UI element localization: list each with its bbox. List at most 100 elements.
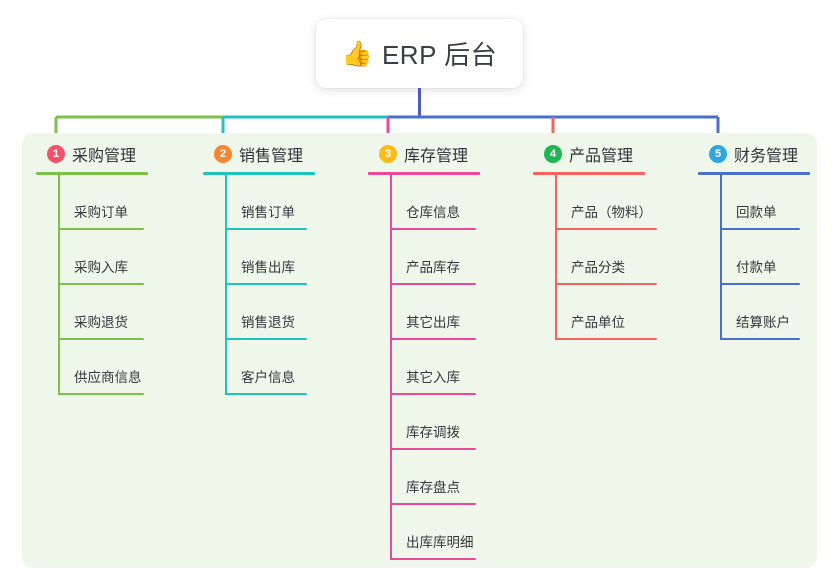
branch-underline	[36, 172, 148, 175]
branch-spine	[555, 175, 557, 340]
branch-item-label: 产品分类	[571, 260, 625, 275]
branch-header-4[interactable]: 4 产品管理	[533, 140, 683, 168]
branch-spine	[390, 175, 392, 560]
branch-item[interactable]: 结算账户	[720, 285, 839, 340]
branch-items: 产品（物料） 产品分类产品单位	[533, 175, 683, 340]
branch-underline	[203, 172, 315, 175]
branch-item-underline	[58, 393, 144, 395]
branch-underline	[368, 172, 480, 175]
branch-title: 财务管理	[734, 148, 799, 165]
branch-item-label: 销售订单	[241, 205, 295, 220]
branch-item-label: 产品（物料）	[571, 205, 652, 220]
branch-item[interactable]: 销售订单	[225, 175, 353, 230]
branch-underline	[533, 172, 645, 175]
branch-column-1: 1 采购管理采购订单采购入库采购退货供应商信息	[36, 140, 186, 395]
branch-header-5[interactable]: 5 财务管理	[698, 140, 839, 168]
branch-item-underline	[720, 338, 800, 340]
branch-number-badge: 5	[709, 145, 727, 163]
root-title: ERP 后台	[381, 40, 498, 70]
branch-item[interactable]: 产品库存	[390, 230, 518, 285]
branch-item-label: 付款单	[736, 260, 777, 275]
root-node[interactable]: 👍 ERP 后台	[316, 19, 523, 88]
branch-item-underline	[555, 283, 657, 285]
branch-item-underline	[555, 338, 657, 340]
branch-item[interactable]: 付款单	[720, 230, 839, 285]
branch-items: 销售订单销售出库销售退货客户信息	[203, 175, 353, 395]
branch-item-label: 采购订单	[74, 205, 128, 220]
branch-item-label: 销售退货	[241, 315, 295, 330]
branch-item-underline	[390, 503, 476, 505]
branch-items: 采购订单采购入库采购退货供应商信息	[36, 175, 186, 395]
branches-panel	[22, 133, 817, 568]
branch-item-label: 客户信息	[241, 370, 295, 385]
branch-item-underline	[225, 283, 307, 285]
branch-item[interactable]: 仓库信息	[390, 175, 518, 230]
branch-title: 销售管理	[239, 148, 304, 165]
branch-item-label: 回款单	[736, 205, 777, 220]
branch-item-label: 采购退货	[74, 315, 128, 330]
branch-item[interactable]: 客户信息	[225, 340, 353, 395]
branch-item-label: 其它入库	[406, 370, 460, 385]
branch-number-badge: 1	[47, 145, 65, 163]
branch-item-underline	[225, 228, 307, 230]
branch-item-underline	[58, 228, 144, 230]
branch-item-label: 库存调拨	[406, 425, 460, 440]
branch-item-underline	[390, 558, 476, 560]
branch-item-label: 产品单位	[571, 315, 625, 330]
branch-item-underline	[390, 393, 476, 395]
branch-item[interactable]: 回款单	[720, 175, 839, 230]
branch-item[interactable]: 其它入库	[390, 340, 518, 395]
branch-item[interactable]: 库存调拨	[390, 395, 518, 450]
branch-item-label: 采购入库	[74, 260, 128, 275]
branch-title: 库存管理	[404, 148, 469, 165]
branch-item-label: 产品库存	[406, 260, 460, 275]
branch-item[interactable]: 销售退货	[225, 285, 353, 340]
branch-title: 采购管理	[72, 148, 137, 165]
branch-item-label: 结算账户	[736, 315, 790, 330]
branch-item-underline	[390, 283, 476, 285]
branch-item[interactable]: 出库库明细	[390, 505, 518, 560]
branch-number-badge: 4	[544, 145, 562, 163]
branch-item-underline	[225, 393, 307, 395]
branch-column-5: 5 财务管理回款单付款单结算账户	[698, 140, 839, 340]
branch-number-badge: 3	[379, 145, 397, 163]
branch-title: 产品管理	[569, 148, 634, 165]
branch-item-underline	[225, 338, 307, 340]
branch-item-label: 销售出库	[241, 260, 295, 275]
thumbs-up-icon: 👍	[341, 39, 373, 68]
branch-item[interactable]: 其它出库	[390, 285, 518, 340]
branch-item[interactable]: 采购退货	[58, 285, 186, 340]
branch-item-underline	[555, 228, 657, 230]
branch-spine	[58, 175, 60, 395]
branch-header-1[interactable]: 1 采购管理	[36, 140, 186, 168]
branch-item[interactable]: 产品单位	[555, 285, 683, 340]
branch-items: 仓库信息产品库存其它出库其它入库库存调拨库存盘点出库库明细	[368, 175, 518, 560]
branch-spine	[720, 175, 722, 340]
branch-item-underline	[720, 283, 800, 285]
branch-item[interactable]: 采购入库	[58, 230, 186, 285]
branch-header-3[interactable]: 3 库存管理	[368, 140, 518, 168]
branch-item-label: 出库库明细	[406, 535, 474, 550]
branch-column-4: 4 产品管理产品（物料） 产品分类产品单位	[533, 140, 683, 340]
branch-item[interactable]: 库存盘点	[390, 450, 518, 505]
branch-column-3: 3 库存管理仓库信息产品库存其它出库其它入库库存调拨库存盘点出库库明细	[368, 140, 518, 560]
branch-item-underline	[390, 448, 476, 450]
branch-item-underline	[390, 228, 476, 230]
branch-item[interactable]: 采购订单	[58, 175, 186, 230]
branch-item-underline	[58, 338, 144, 340]
branch-item[interactable]: 供应商信息	[58, 340, 186, 395]
branch-item-underline	[720, 228, 800, 230]
branch-underline	[698, 172, 810, 175]
branch-item-label: 其它出库	[406, 315, 460, 330]
branch-item[interactable]: 销售出库	[225, 230, 353, 285]
branch-item-underline	[58, 283, 144, 285]
branch-item-underline	[390, 338, 476, 340]
branch-spine	[225, 175, 227, 395]
branch-item-label: 仓库信息	[406, 205, 460, 220]
branch-item[interactable]: 产品（物料）	[555, 175, 683, 230]
branch-item[interactable]: 产品分类	[555, 230, 683, 285]
branch-item-label: 供应商信息	[74, 370, 142, 385]
